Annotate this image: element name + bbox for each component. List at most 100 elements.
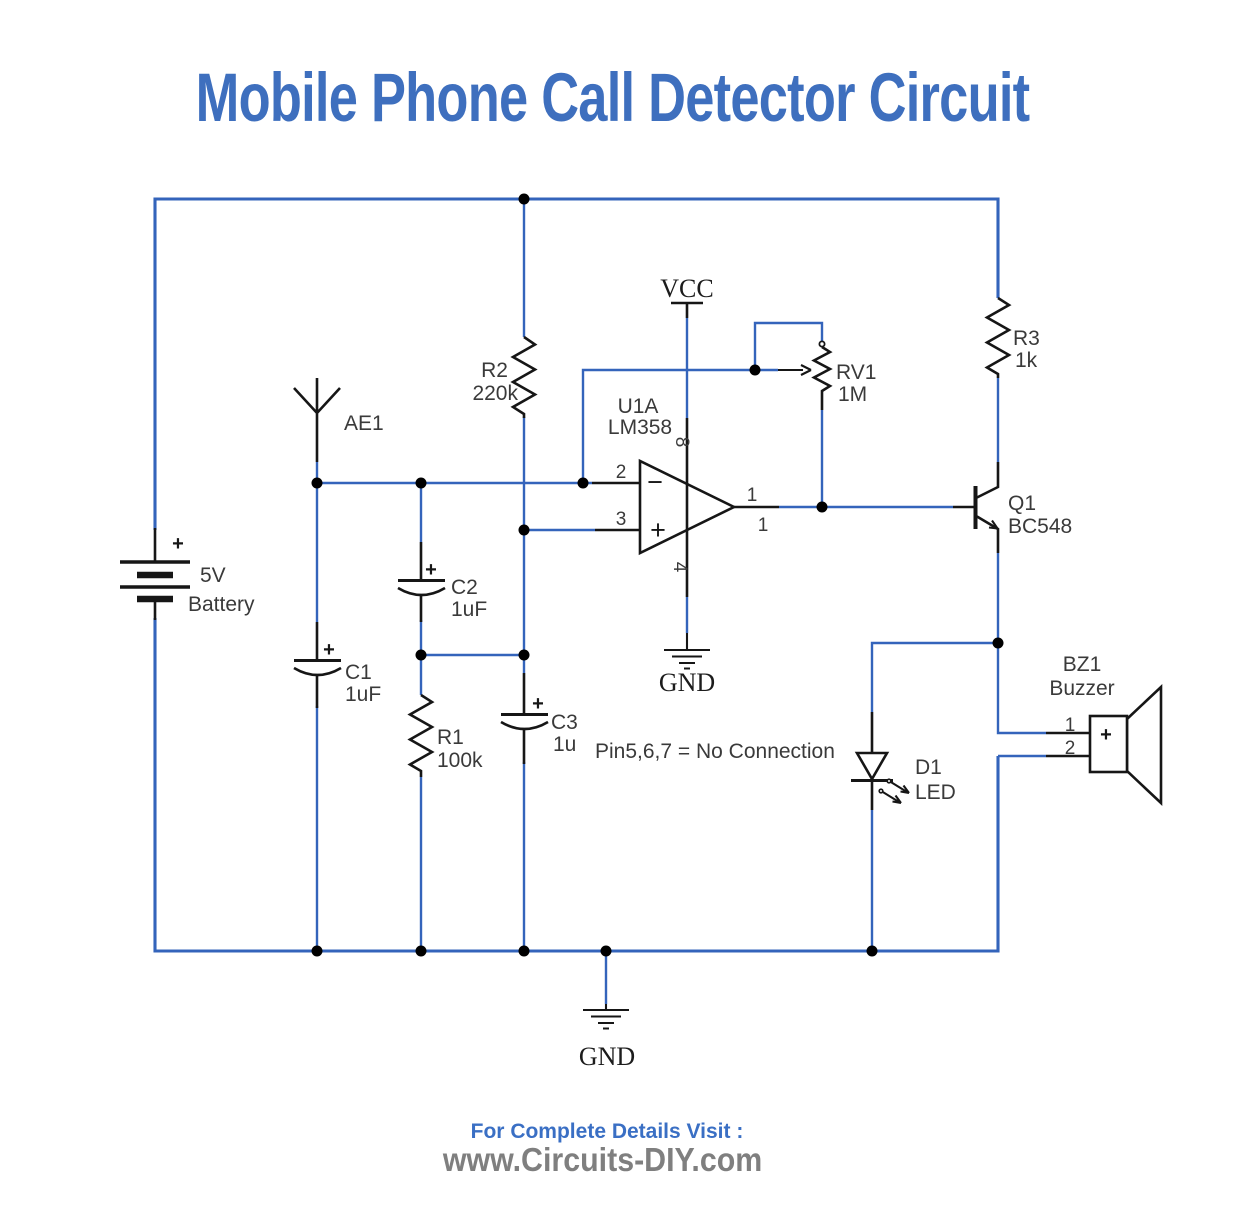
d1-part: LED (915, 781, 956, 804)
battery-value: 5V (200, 564, 226, 587)
resistor-r1 (407, 693, 435, 777)
junction-dot (311, 945, 323, 957)
c2-ref: C2 (451, 576, 478, 599)
c3-value: 1u (553, 733, 576, 756)
gnd1-bars (664, 633, 710, 670)
junction-dot (577, 477, 589, 489)
rv1-wiper-arrow (778, 364, 812, 376)
battery-plus-sign: + (172, 533, 184, 555)
gnd-main-label: GND (579, 1042, 635, 1071)
gnd-symbol-opamp (664, 633, 710, 670)
rv1-top-terminal (818, 340, 826, 348)
opamp-pin-leads (592, 481, 779, 532)
d1-arrow-tail-1 (886, 778, 892, 784)
footer-site-url: www.Circuits-DIY.com (443, 1141, 763, 1178)
antenna-ref: AE1 (344, 412, 384, 435)
rv1-value: 1M (838, 383, 867, 406)
junction-dot (749, 364, 761, 376)
opamp-pin1-name: 1 (758, 515, 769, 536)
q1-emitter (976, 515, 1000, 553)
page-title-text: Mobile Phone Call Detector Circuit (195, 59, 1029, 136)
r3-zigzag (984, 296, 1012, 378)
c2-plus-sign: + (425, 559, 437, 581)
resistor-r2 (510, 335, 538, 418)
gnd-opamp-label: GND (659, 668, 715, 697)
bz1-horn (1125, 683, 1163, 807)
opamp-part: LM358 (608, 416, 672, 439)
c2-curved-plate (397, 586, 446, 597)
vcc-symbol (671, 301, 703, 318)
opamp-symbol (592, 418, 779, 597)
d1-ref: D1 (915, 756, 942, 779)
c3-curved-plate (500, 720, 549, 731)
footer-visit-line: For Complete Details Visit : (470, 1120, 744, 1143)
c3-plus-sign: + (532, 693, 544, 715)
antenna-symbol (293, 378, 341, 462)
opamp-pin1-number: 1 (747, 485, 758, 506)
led-d1 (851, 712, 910, 810)
junction-dot (311, 477, 323, 489)
wires (153, 197, 1046, 1004)
junction-dot (415, 649, 427, 661)
bz1-pin2-number: 2 (1065, 738, 1076, 759)
wire-top-left-rail (153, 197, 1000, 530)
vcc-bar (671, 301, 703, 318)
d1-emission-arrow-2 (881, 790, 902, 805)
battery-symbol (120, 528, 190, 620)
c1-ref: C1 (345, 661, 372, 684)
bz1-part: Buzzer (1049, 677, 1114, 700)
page-title: Mobile Phone Call Detector Circuit (0, 58, 1224, 137)
bz1-pin-leads (1046, 731, 1090, 758)
opamp-minus-sign: − (647, 467, 663, 497)
wire-branches (315, 199, 1046, 1004)
no-connection-note: Pin5,6,7 = No Connection (595, 740, 835, 763)
potentiometer-rv1 (778, 340, 833, 410)
footer-site-line: www.Circuits-DIY.com (0, 1141, 1206, 1179)
r2-zigzag (510, 335, 538, 418)
junction-dot (415, 945, 427, 957)
q1-collector (976, 462, 1000, 499)
q1-emitter-arrow (988, 519, 999, 530)
r3-value: 1k (1015, 349, 1038, 372)
opamp-pin2-number: 2 (616, 462, 627, 483)
vcc-label: VCC (660, 274, 713, 303)
capacitor-c3 (500, 673, 549, 764)
d1-emission-arrow-1 (889, 780, 910, 795)
r2-ref: R2 (481, 359, 508, 382)
buzzer-bz1 (1046, 683, 1163, 807)
junction-dot (866, 945, 878, 957)
transistor-q1 (953, 462, 1000, 553)
junction-dot (415, 477, 427, 489)
junction-dot (600, 945, 612, 957)
c3-ref: C3 (551, 711, 578, 734)
c1-value: 1uF (345, 683, 381, 706)
opamp-ref: U1A (618, 395, 659, 418)
junction-dot (518, 524, 530, 536)
opamp-pin3-number: 3 (616, 509, 627, 530)
antenna-mast (293, 378, 341, 462)
junction-dot (816, 501, 828, 513)
junction-dots (311, 193, 1004, 957)
c1-curved-plate (293, 666, 342, 677)
d1-arrow-tail-2 (878, 788, 884, 794)
c2-value: 1uF (451, 598, 487, 621)
gnd-symbol-main (583, 1004, 629, 1030)
wire-bottom-rail (153, 618, 1000, 953)
capacitor-c1 (293, 622, 342, 708)
rv1-ref: RV1 (836, 361, 876, 384)
junction-dot (518, 649, 530, 661)
junction-dot (518, 193, 530, 205)
c1-plus-sign: + (323, 639, 335, 661)
q1-ref: Q1 (1008, 492, 1036, 515)
bz1-pin1-number: 1 (1065, 715, 1076, 736)
rv1-zigzag (811, 345, 833, 410)
opamp-pin8-number: 8 (671, 437, 692, 448)
capacitor-c2 (397, 542, 446, 622)
opamp-plus-sign: + (650, 515, 666, 545)
bz1-plus-sign: + (1100, 724, 1112, 746)
junction-dot (518, 945, 530, 957)
q1-part: BC548 (1008, 515, 1072, 538)
bz1-body (1088, 714, 1129, 774)
